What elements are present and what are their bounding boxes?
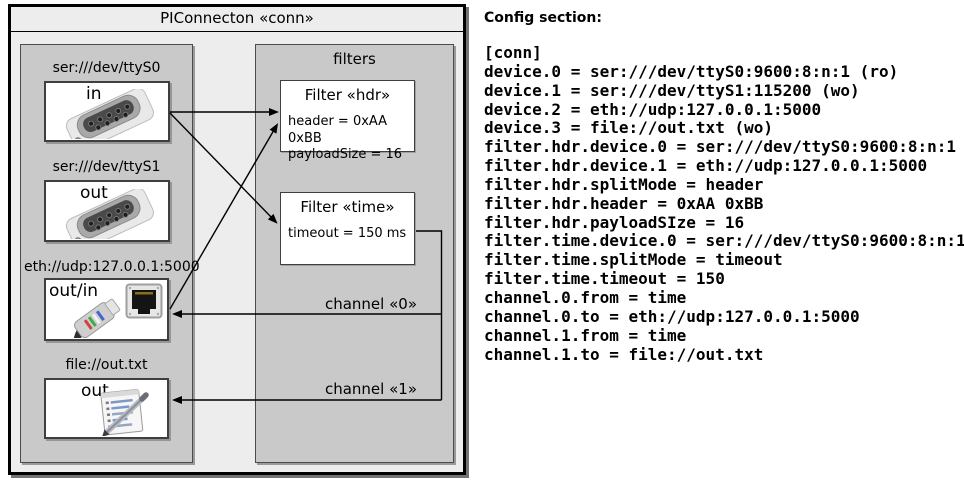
device-box-file: out — [44, 378, 169, 439]
config-line: channel.0.to = eth://udp:127.0.0.1:5000 — [484, 306, 860, 326]
filter-box-hdr: Filter «hdr» header = 0xAA 0xBB payloadS… — [280, 80, 415, 162]
config-line: filter.hdr.device.1 = eth://udp:127.0.0.… — [484, 156, 928, 176]
config-line: device.0 = ser:///dev/ttyS0:9600:8:n:1 (… — [484, 61, 899, 81]
config-line: filter.time.splitMode = timeout — [484, 250, 783, 270]
serial-connector-icon — [65, 189, 154, 239]
device-label-eth: eth://udp:127.0.0.1:5000 — [24, 259, 200, 275]
device-box-eth: out/in — [44, 278, 169, 341]
filter-properties: timeout = 150 ms — [288, 226, 414, 243]
port-label: in — [86, 84, 102, 104]
config-line: channel.1.to = file://out.txt — [484, 344, 764, 364]
device-box-ttys0: in — [44, 81, 170, 142]
filter-property: payloadSize = 16 — [288, 147, 403, 162]
config-line: device.1 = ser:///dev/ttyS1:115200 (wo) — [484, 80, 860, 100]
notepad-pen-icon — [100, 388, 149, 436]
config-line: channel.1.from = time — [484, 325, 687, 345]
device-box-ttys1: out — [44, 180, 170, 242]
channel-0-label: channel «0» — [324, 295, 417, 313]
filter-properties: header = 0xAA 0xBB payloadSize = 16 — [288, 114, 414, 164]
ethernet-port-icon — [125, 283, 163, 319]
config-line: device.2 = eth://udp:127.0.0.1:5000 — [484, 99, 822, 119]
device-label-ttys1: ser:///dev/ttyS1 — [52, 159, 161, 175]
channel-1-label: channel «1» — [324, 380, 417, 398]
config-line: filter.time.timeout = 150 — [484, 269, 725, 289]
filter-title: Filter «time» — [300, 198, 395, 216]
port-label: out — [80, 183, 108, 203]
filter-property: header = 0xAA 0xBB — [288, 114, 388, 146]
title-separator — [11, 31, 463, 32]
ethernet-cable-icon — [72, 298, 121, 338]
config-line: filter.hdr.device.0 = ser:///dev/ttyS0:9… — [484, 137, 957, 157]
config-line: filter.hdr.payloadSIze = 16 — [484, 212, 745, 232]
filters-panel-title: filters — [333, 50, 376, 68]
config-line: channel.0.from = time — [484, 287, 687, 307]
filter-title: Filter «hdr» — [304, 86, 391, 104]
config-line: filter.hdr.header = 0xAA 0xBB — [484, 193, 764, 213]
config-lines: [conn]device.0 = ser:///dev/ttyS0:9600:8… — [484, 43, 964, 364]
filter-box-time: Filter «time» timeout = 150 ms — [280, 192, 415, 265]
filter-property: timeout = 150 ms — [288, 226, 407, 241]
port-label: out/in — [49, 281, 99, 301]
config-line: device.3 = file://out.txt (wo) — [484, 118, 773, 138]
serial-connector-icon — [65, 89, 154, 139]
config-line: [conn] — [484, 43, 542, 62]
device-label-ttys0: ser:///dev/ttyS0 — [52, 60, 161, 76]
device-label-file: file://out.txt — [65, 357, 148, 373]
config-line: filter.hdr.splitMode = header — [484, 174, 764, 194]
config-heading: Config section: — [484, 10, 602, 26]
config-line: filter.time.device.0 = ser:///dev/ttyS0:… — [484, 231, 964, 251]
diagram-title: PIConnecton «conn» — [160, 9, 314, 27]
